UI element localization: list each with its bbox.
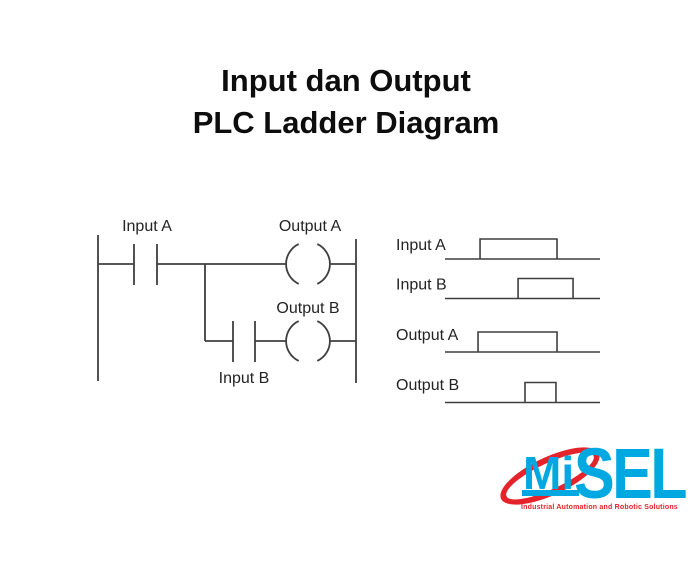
- timing-pulse-output-a: [477, 331, 558, 352]
- timing-label-output-a: Output A: [396, 327, 459, 344]
- timing-row-input-b: Input B: [396, 277, 600, 300]
- coil-output-b-right-arc: [316, 320, 331, 362]
- timing-label-input-b: Input B: [396, 277, 447, 294]
- ladder-label-output-b: Output B: [276, 300, 339, 317]
- coil-output-a: [285, 243, 331, 285]
- timing-diagram: Input A Input B Output A Output B: [396, 237, 600, 404]
- ladder-label-input-a: Input A: [122, 218, 172, 235]
- coil-output-b: [285, 320, 331, 362]
- logo-underline-bar: [522, 490, 579, 496]
- coil-output-a-right-arc: [316, 243, 331, 285]
- timing-pulse-output-b: [524, 381, 557, 403]
- timing-row-output-b: Output B: [396, 377, 600, 404]
- page-title: Input dan Output PLC Ladder Diagram: [0, 60, 692, 144]
- timing-row-input-a: Input A: [396, 237, 600, 260]
- contact-input-b: [232, 321, 256, 362]
- ladder-label-input-b: Input B: [219, 370, 270, 387]
- logo-brand-mi: Mi: [523, 447, 575, 499]
- title-line-2: PLC Ladder Diagram: [192, 105, 500, 140]
- rung-1: Input A Output A: [98, 218, 356, 285]
- rung-2: Output B Input B: [205, 300, 356, 387]
- timing-pulse-input-a: [479, 238, 558, 259]
- ladder-label-output-a: Output A: [279, 218, 342, 235]
- coil-output-b-left-arc: [285, 320, 300, 362]
- timing-label-output-b: Output B: [396, 377, 459, 394]
- contact-input-a: [133, 244, 158, 285]
- misel-logo: Mi SEL Industrial Automation and Robotic…: [493, 435, 691, 521]
- coil-output-a-left-arc: [285, 243, 300, 285]
- logo-tagline: Industrial Automation and Robotic Soluti…: [521, 504, 678, 511]
- timing-row-output-a: Output A: [396, 327, 600, 353]
- timing-pulse-input-b: [517, 277, 574, 299]
- logo-brand-sel: SEL: [574, 435, 688, 514]
- ladder-diagram: Input A Output A Outpu: [97, 218, 357, 387]
- title-line-1: Input dan Output: [221, 63, 471, 98]
- timing-label-input-a: Input A: [396, 237, 446, 254]
